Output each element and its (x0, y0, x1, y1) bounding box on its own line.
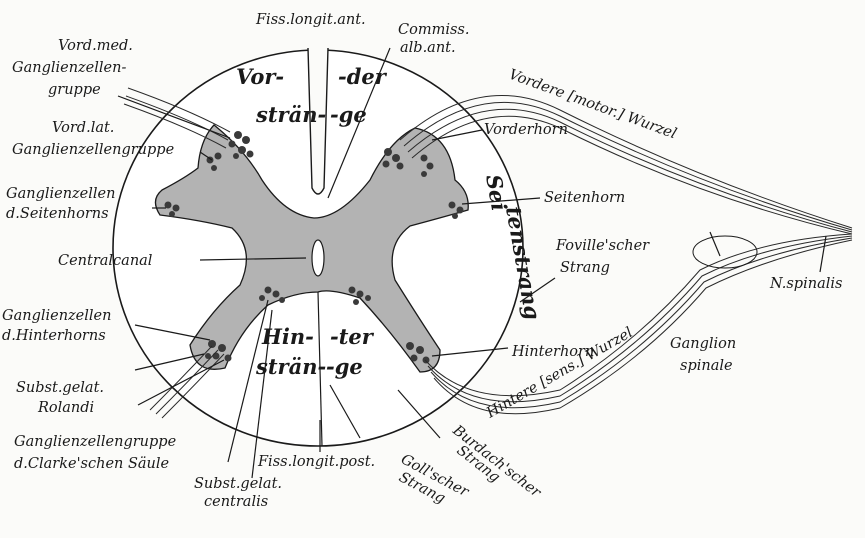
label-hinterhorn-cells-1: Ganglienzellen (2, 308, 111, 324)
label-clarke-2: d.Clarke'schen Säule (14, 456, 169, 472)
label-centralis-2: centralis (204, 494, 268, 510)
label-vord-lat-2: Ganglienzellengruppe (12, 142, 174, 158)
label-n-spinalis: N.spinalis (769, 276, 842, 292)
label-hinterstraenge-1: Hin- (261, 324, 314, 349)
label-ganglion-1: Ganglion (670, 336, 736, 352)
label-seitenhorn: Seitenhorn (544, 190, 625, 206)
label-rolandi-1: Subst.gelat. (16, 380, 104, 396)
label-vord-med-1: Vord.med. (58, 38, 133, 54)
label-vord-lat-1: Vord.lat. (52, 120, 114, 136)
label-foville-2: Strang (560, 260, 610, 276)
label-seitenhorn-cells-2: d.Seitenhorns (6, 206, 109, 222)
label-clarke-1: Ganglienzellengruppe (14, 434, 176, 450)
label-seitenhorn-cells-1: Ganglienzellen (6, 186, 115, 202)
label-foville-1: Foville'scher (555, 238, 650, 254)
label-vorderstraenge-4: -ge (330, 102, 367, 127)
label-commiss-1: Commiss. (398, 22, 469, 38)
label-hinterstraenge-3: strän- (255, 354, 326, 379)
label-hinterhorn-cells-2: d.Hinterhorns (2, 328, 106, 344)
label-fiss-longit-post: Fiss.longit.post. (257, 454, 375, 470)
label-vord-med-2: Ganglienzellen- (12, 60, 126, 76)
label-vorderhorn: Vorderhorn (484, 122, 568, 138)
label-vorderstraenge-1: Vor- (236, 64, 284, 89)
label-rolandi-2: Rolandi (37, 400, 94, 416)
label-ganglion-2: spinale (680, 358, 733, 374)
label-hinterstraenge-2: -ter (330, 324, 375, 349)
label-centralis-1: Subst.gelat. (194, 476, 282, 492)
label-commiss-2: alb.ant. (400, 40, 456, 56)
label-hinterhorn: Hinterhorn (511, 344, 594, 360)
label-centralcanal: Centralcanal (58, 253, 153, 269)
label-vord-med-3: gruppe (48, 82, 101, 98)
label-vorderstraenge-3: strän- (255, 102, 326, 127)
label-vorderstraenge-2: -der (338, 64, 388, 89)
label-hinterstraenge-4: -ge (326, 354, 363, 379)
central-canal (312, 240, 324, 276)
label-fiss-longit-ant: Fiss.longit.ant. (255, 12, 366, 28)
